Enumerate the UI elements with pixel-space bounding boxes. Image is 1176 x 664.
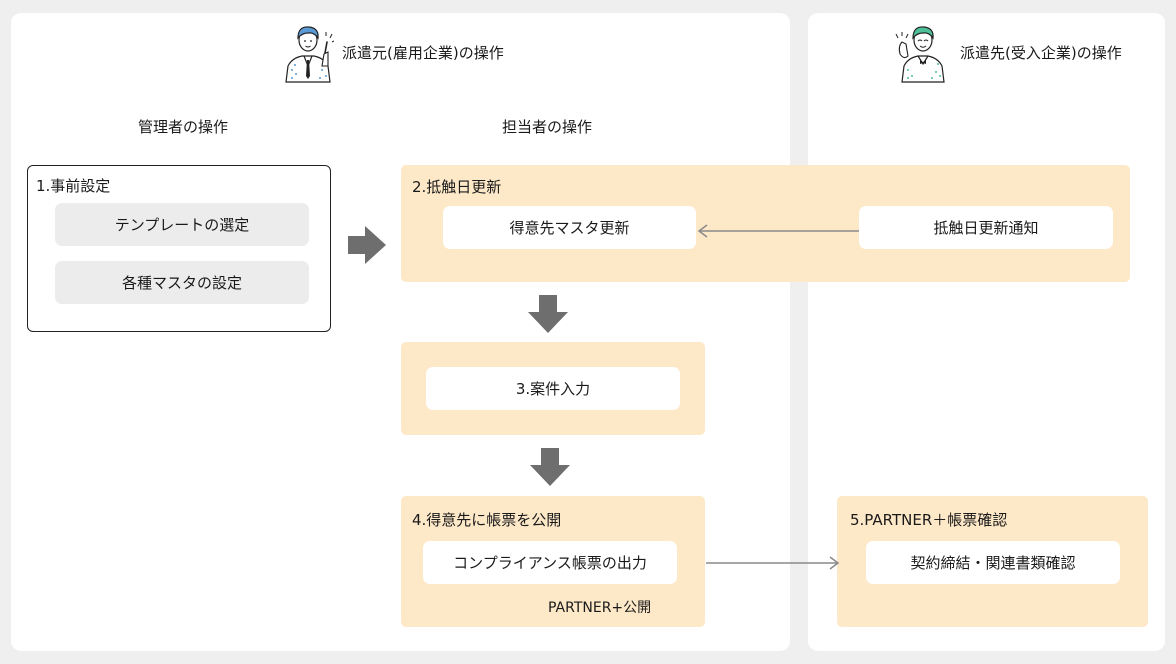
businessman-pointing-icon xyxy=(285,26,334,83)
template-selection-item: テンプレートの選定 xyxy=(55,203,309,246)
step1-title: 1.事前設定 xyxy=(36,177,111,195)
dispatcher-label: 派遣元(雇用企業)の操作 xyxy=(342,43,504,62)
client-actor: 派遣先(受入企業)の操作 xyxy=(892,20,1122,84)
block-arrow-icon xyxy=(528,295,568,333)
block-arrow-icon xyxy=(530,448,570,486)
admin-column-label: 管理者の操作 xyxy=(137,118,228,136)
dispatcher-actor: 派遣元(雇用企業)の操作 xyxy=(282,20,504,84)
businessman-waving-icon xyxy=(895,26,945,83)
client-master-update-item: 得意先マスタ更新 xyxy=(443,206,696,249)
block-arrow-icon xyxy=(348,226,386,264)
step2-title: 2.抵触日更新 xyxy=(412,178,502,196)
conflict-date-notice-item: 抵触日更新通知 xyxy=(859,206,1113,249)
case-input-item: 3.案件入力 xyxy=(426,367,680,410)
compliance-output-item: コンプライアンス帳票の出力 xyxy=(423,541,677,584)
partner-publish-note: PARTNER+公開 xyxy=(548,600,652,616)
contract-confirm-item: 契約締結・関連書類確認 xyxy=(866,541,1120,584)
staff-column-label: 担当者の操作 xyxy=(501,118,592,136)
step5-title: 5.PARTNER＋帳票確認 xyxy=(850,511,1008,529)
thin-arrow-icon xyxy=(697,224,859,238)
client-label: 派遣先(受入企業)の操作 xyxy=(960,43,1122,62)
master-settings-item: 各種マスタの設定 xyxy=(55,261,309,304)
step4-title: 4.得意先に帳票を公開 xyxy=(412,511,562,529)
step1-box xyxy=(27,165,331,332)
thin-arrow-icon xyxy=(706,556,840,570)
